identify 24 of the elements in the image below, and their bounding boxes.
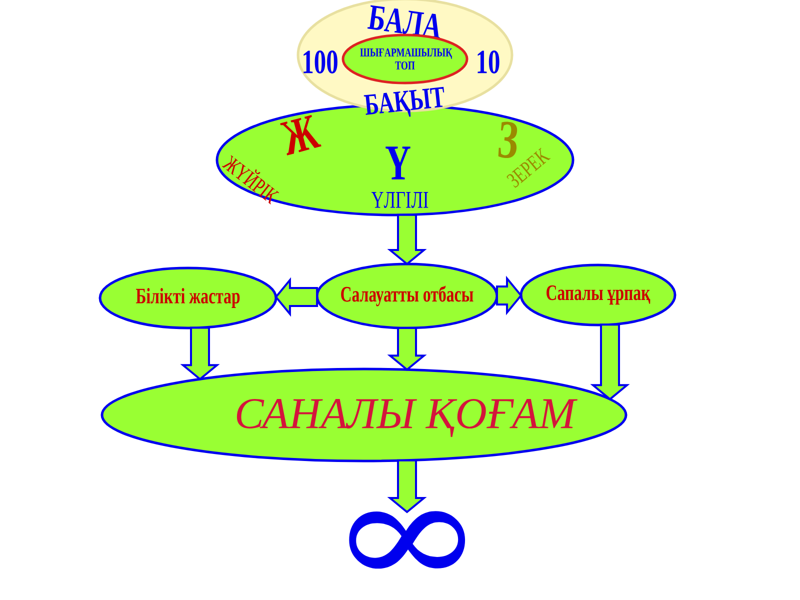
ellipse-node [520,264,676,326]
node-label: 10 [478,50,500,74]
node-label: 100 [304,50,338,74]
node-label: Білікті жастар [136,288,240,308]
ellipse-node [98,266,278,330]
block-arrow [590,324,630,400]
node-label: ҮЛГІЛІ [371,192,428,208]
node-label: Ү [386,146,410,180]
block-arrow [387,214,427,266]
block-arrow [387,327,427,371]
block-arrow [180,326,220,380]
node-label: Сапалы ұрпақ [546,285,650,305]
node-label: БАҚЫТ [364,86,444,117]
node-label: ШЫҒАРМАШЫЛЫҚ ТОП [360,48,452,70]
node-label: ∞ [349,511,466,569]
node-label: БАЛА [367,5,440,39]
node-label: Ж [280,115,322,156]
node-label: Салауатты отбасы [341,286,474,306]
block-arrow [496,276,522,316]
ellipse-node [100,368,628,462]
block-arrow [274,277,318,317]
block-arrow [387,459,427,514]
ellipse-node [316,262,498,330]
node-label: САНАЛЫ ҚОҒАМ [236,398,578,438]
